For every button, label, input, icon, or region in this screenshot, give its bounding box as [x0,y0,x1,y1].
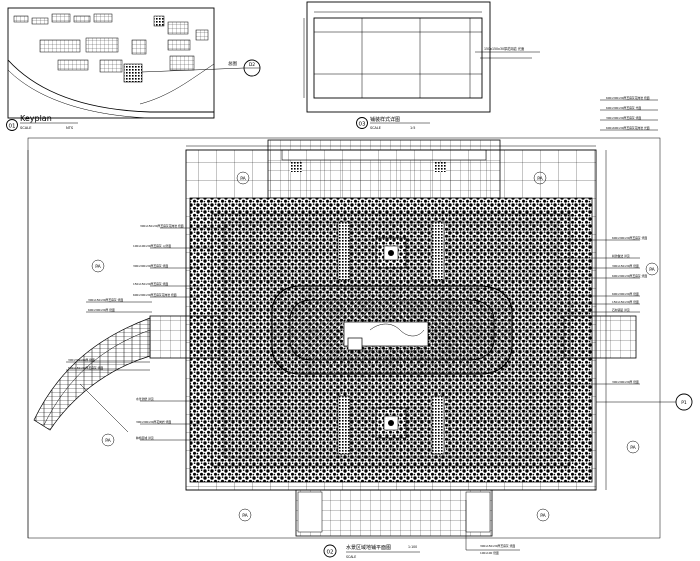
pa-markers: PA PA PA PA PA PA PA PA [91,171,659,522]
pa-marker: PA [536,508,550,522]
callout-right: 300x300x30厚 烧面 [612,380,639,384]
callout-left: 150x150x30厚芝麻灰 烧面 [133,282,168,286]
svg-text:PA: PA [240,176,246,182]
pa-marker: PA [626,440,640,454]
detail-number: 03 [359,122,366,128]
feature-column [337,395,351,455]
keyplan-number-bubble [6,119,18,131]
pa-marker: PA [236,171,250,185]
callouts-bottom: 300x150x30厚芝麻灰 烧面 100x100 烧面 [465,500,520,555]
callout-right: 300x300x30厚芝麻灰 烧面 [606,116,641,120]
feature-column [431,221,445,281]
callout-left: 600x300x30厚 烧面 [88,308,115,312]
callout-left: 300x300x30厚花岗岩 烧面 [136,420,171,424]
detail-scale-value: 1:5 [410,126,415,130]
south-step [465,491,491,533]
plan-scale-value: 1:100 [408,545,417,549]
detail-frame [306,1,491,113]
keyplan-leader [141,67,245,73]
callout-left: 种植区域 详见 [136,436,154,440]
pa-marker: PA [101,433,115,447]
svg-text:PA: PA [649,267,655,273]
east-bridge [563,315,637,359]
callout-left: 300x150x30厚芝麻灰 烧面 [88,298,123,302]
callout-left: 600x150x30厚芝麻灰 烧面 [68,366,103,370]
detail-panel: 150x150x30厚花岗岩 光面 03 铺装样式详图 SCALE 1:5 [303,1,540,130]
keyplan-panel: D2 总图 01 Keyplan SCALE NTS [6,7,261,131]
callout-right: 树池做法 详见 [612,254,630,258]
keyplan-buildings [13,13,209,83]
callout-left: 300x300x30厚芝麻灰 烧面 [133,264,168,268]
west-path-line [43,329,151,426]
keyplan-title: Keyplan [20,114,52,123]
plan-title-block: 02 水景区域地铺平面图 SCALE 1:100 [323,544,420,559]
callouts-right: 600x300x30厚芝麻灰花岗岩 烧面 600x300x30厚芝麻灰 光面 3… [560,96,658,385]
water-sculpture-curve [369,323,425,337]
pa-marker: PA [533,171,547,185]
detail-title: 铺装样式详图 [370,116,400,123]
svg-text:PA: PA [105,438,111,444]
callout-right: 石材铺装 详见 [612,308,630,312]
keyplan-road-branch [139,63,215,105]
south-entrance [295,489,493,537]
feature-column [337,221,351,281]
pa-marker: PA [645,262,659,276]
main-plan [27,137,661,539]
svg-text:PA: PA [242,513,248,519]
section-reference-label: P1 [681,400,687,406]
plan-scale-label: SCALE [346,555,356,559]
tree-pit-south [375,407,407,439]
callout-bottom: 100x100 烧面 [480,551,499,555]
svg-text:PA: PA [630,445,636,451]
west-bridge [149,315,221,359]
callout-left: 300x300x30厚 烧面 [68,358,95,362]
callouts-left: 300x150x30厚芝麻灰花岗岩 烧面 100x100x30厚芝麻灰 火烧面 … [66,224,228,441]
pa-marker: PA [91,259,105,273]
plan-number: 02 [327,550,334,556]
keyplan-pointer-ref: D2 [249,62,255,68]
detail-number-bubble [356,117,368,129]
plan-title: 水景区域地铺平面图 [346,544,391,551]
callout-right: 600x300x30厚芝麻灰 烧面 [612,236,647,240]
callout-right: 600x600x30厚芝麻灰花岗岩 光面 [606,126,650,130]
section-reference: P1 [79,383,693,433]
detail-note: 150x150x30厚花岗岩 光面 [484,46,524,51]
callout-right: 600x300x30厚芝麻灰花岗岩 烧面 [606,96,650,100]
svg-text:PA: PA [537,176,543,182]
keyplan-number: 01 [9,124,16,130]
callout-bottom: 300x150x30厚芝麻灰 烧面 [480,544,515,548]
south-step [297,491,323,533]
callout-left: 100x100x30厚芝麻灰 火烧面 [133,244,171,248]
water-sculpture-base [347,337,363,351]
tree-pit-north [375,237,407,269]
keyplan-scale-label: SCALE [20,126,32,130]
callout-left: 600x300x30厚芝麻灰花岗岩 烧面 [133,293,177,297]
callout-left: 水景池壁 详见 [136,397,154,401]
callout-right: 300x150x30厚 烧面 [612,264,639,268]
svg-text:PA: PA [95,264,101,270]
feature-column [431,395,445,455]
callout-right: 600x300x30厚芝麻灰 烧面 [612,274,647,278]
detail-scale-label: SCALE [370,126,381,130]
west-curved-path [33,317,151,431]
keyplan-road-edge [7,69,214,119]
pa-marker: PA [238,508,252,522]
detail-grid-outline [313,17,483,99]
callout-left: 300x150x30厚芝麻灰花岗岩 烧面 [140,224,184,228]
callout-right: 600x300x30厚 烧面 [612,292,639,296]
keyplan-road [7,59,214,113]
keyplan-pointer-label: 总图 [228,60,237,67]
keyplan-scale-value: NTS [66,126,74,130]
plan-number-bubble [323,544,337,558]
callout-right: 600x300x30厚芝麻灰 光面 [606,106,641,110]
callout-right: 150x150x30厚 烧面 [612,300,639,304]
svg-text:PA: PA [540,513,546,519]
keyplan-frame [7,7,215,119]
